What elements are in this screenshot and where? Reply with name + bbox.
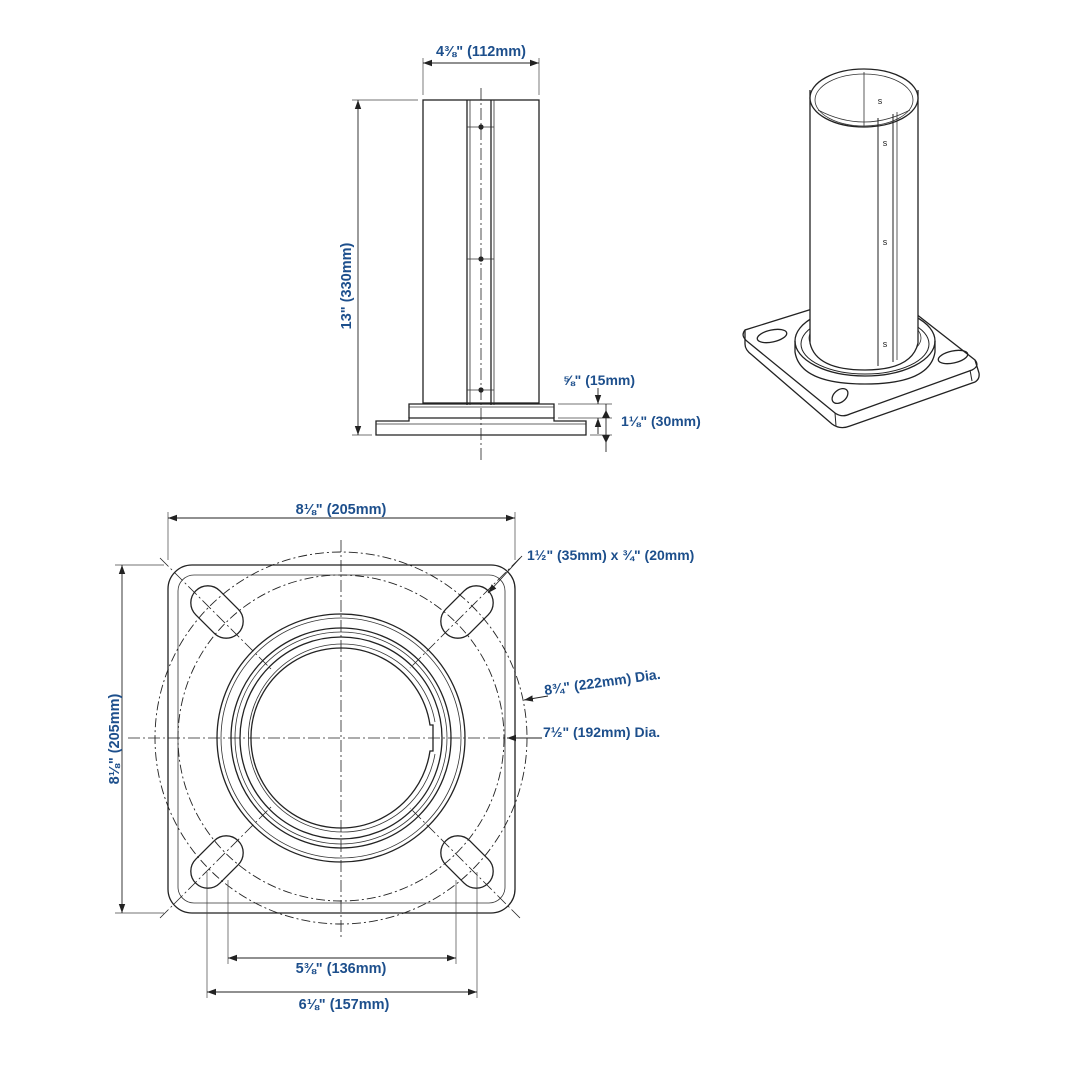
slot-leader-line <box>487 555 523 594</box>
slot-hole-top-left <box>190 585 244 639</box>
iso-slot-hole <box>937 349 969 365</box>
plate-height-label: 8⅛" (205mm) <box>107 693 123 784</box>
side-width-label: 4⅜" (112mm) <box>436 44 526 60</box>
base-thickness-label: 1⅛" (30mm) <box>621 413 701 429</box>
iso-screw-mark: s <box>883 339 888 349</box>
outer-dia-label: 8¾" (222mm) Dia. <box>543 666 661 698</box>
iso-screw-mark: s <box>883 237 888 247</box>
slot-hole-top-right <box>440 585 494 639</box>
iso-slot-hole <box>756 328 788 344</box>
side-elevation-view: 4⅜" (112mm) 13" (330mm) ⅝" (15mm) 1⅛" (3… <box>339 44 701 462</box>
outer-spacing-label: 6⅛" (157mm) <box>299 997 390 1013</box>
side-height-label: 13" (330mm) <box>339 242 355 329</box>
slot-size-label: 1½" (35mm) x ¾" (20mm) <box>527 547 694 563</box>
iso-slot-hole <box>831 387 849 405</box>
iso-screw-mark: s <box>878 96 883 106</box>
inner-spacing-label: 5⅜" (136mm) <box>296 961 387 977</box>
slot-hole-bottom-left <box>190 835 244 889</box>
top-plan-view: 8⅛" (205mm) 8⅛" (205mm) 1½" (35mm) x ¾" … <box>107 502 694 1013</box>
slot-hole-bottom-right <box>440 835 494 889</box>
outer-dia-leader <box>523 695 549 702</box>
post-collar <box>408 403 555 418</box>
plate-width-label: 8⅛" (205mm) <box>296 502 387 518</box>
base-plate-side <box>375 417 587 436</box>
iso-tube <box>809 90 919 371</box>
bolt-circle-label: 7½" (192mm) Dia. <box>543 724 660 740</box>
tube-inner-profile <box>250 647 434 829</box>
iso-screw-mark: s <box>883 138 888 148</box>
step-label: ⅝" (15mm) <box>563 372 635 388</box>
isometric-view: s s s s <box>742 68 980 429</box>
